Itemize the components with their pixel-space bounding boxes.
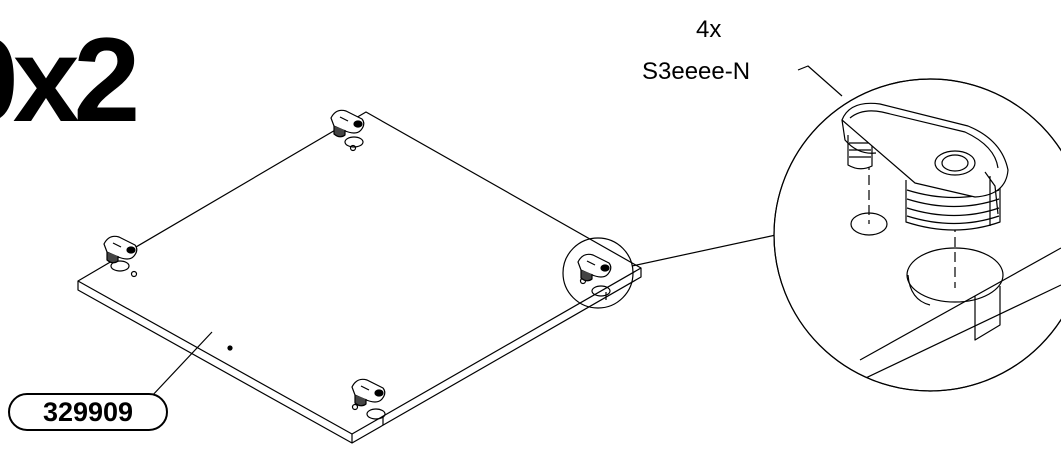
- quantity-banner: 0x2: [0, 13, 140, 147]
- cam-fitting-bottom: [351, 378, 386, 425]
- part-leader-line: [149, 331, 213, 399]
- detail-marker-circle: [562, 237, 634, 309]
- cam-fitting-left: [103, 235, 138, 278]
- cam-fitting-right: [577, 253, 612, 300]
- hardware-code: S3eeee-N: [642, 58, 751, 85]
- part-number-label: 329909: [8, 393, 168, 431]
- hardware-quantity: 4x: [696, 16, 722, 43]
- cam-fitting-top: [330, 109, 365, 152]
- detail-connector-line: [631, 232, 786, 267]
- panel-board: [77, 111, 642, 444]
- magnified-detail: [773, 78, 1061, 392]
- hardware-leader-line: [797, 65, 843, 97]
